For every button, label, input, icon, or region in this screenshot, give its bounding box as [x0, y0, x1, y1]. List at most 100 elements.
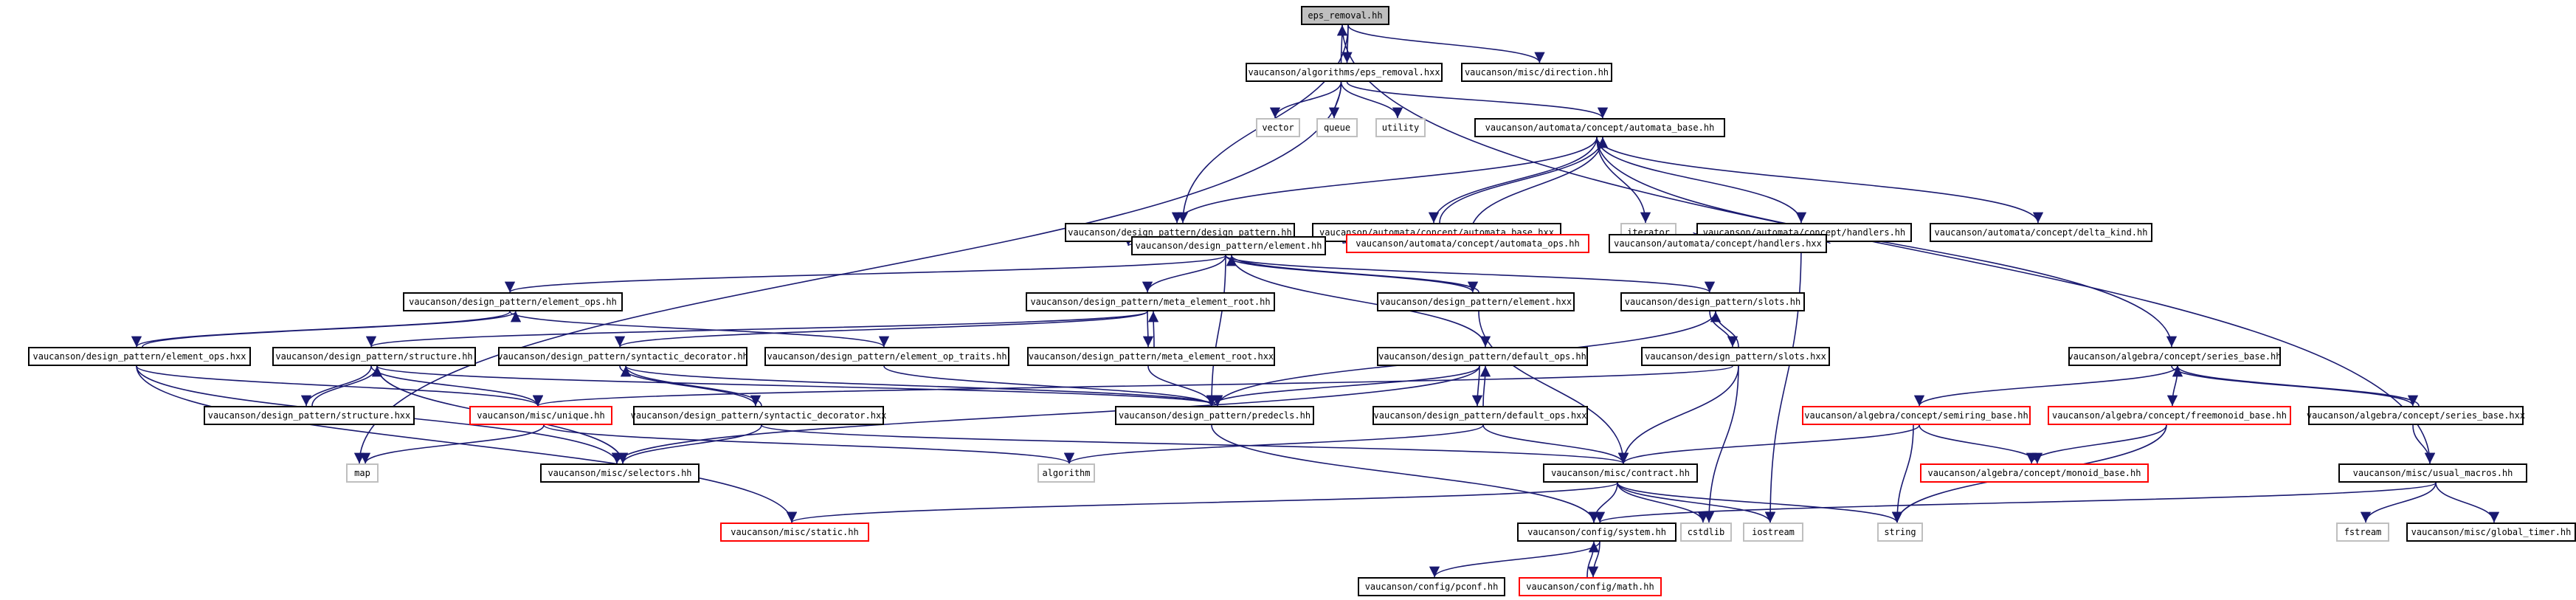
edge-default_ops_hh-to-predecls: [1206, 365, 1480, 407]
node-element-hh[interactable]: vaucanson/design_pattern/element.hh: [1131, 236, 1326, 255]
node-global-timer[interactable]: vaucanson/misc/global_timer.hh: [2406, 523, 2576, 542]
node-map[interactable]: map: [346, 463, 379, 483]
edge-default_ops_hh-to-default_ops_hxx: [1471, 365, 1483, 407]
edge-eps_hxx-to-automata_base: [1346, 81, 1608, 119]
edge-meta_root_hh-to-meta_root_hxx: [1142, 311, 1154, 348]
node-series-base-hxx[interactable]: vaucanson/algebra/concept/series_base.hx…: [2307, 406, 2525, 425]
edge-syntactic_hh-to-syntactic_hxx: [619, 365, 762, 407]
node-vector[interactable]: vector: [1256, 118, 1300, 137]
edge-unique-to-map: [359, 424, 545, 464]
edge-predecls-to-system: [1211, 424, 1600, 523]
edge-contract-to-static: [787, 482, 1618, 523]
node-config-system[interactable]: vaucanson/config/system.hh: [1517, 523, 1677, 542]
edge-series_base_hxx-to-series_base: [2172, 365, 2420, 407]
node-misc-static[interactable]: vaucanson/misc/static.hh: [720, 523, 869, 542]
node-element-ops-hh[interactable]: vaucanson/design_pattern/element_ops.hh: [403, 292, 623, 311]
node-default-ops-hxx[interactable]: vaucanson/design_pattern/default_ops.hxx: [1372, 406, 1588, 425]
edge-semiring_base-to-monoid_base: [1919, 424, 2043, 464]
node-semiring-base[interactable]: vaucanson/algebra/concept/semiring_base.…: [1802, 406, 2031, 425]
edge-automata_base-to-delta_kind: [1596, 137, 2044, 224]
node-element-hxx[interactable]: vaucanson/design_pattern/element.hxx: [1377, 292, 1575, 311]
node-syntactic-decorator-hh[interactable]: vaucanson/design_pattern/syntactic_decor…: [497, 347, 748, 366]
node-element-ops-hxx[interactable]: vaucanson/design_pattern/element_ops.hxx: [28, 347, 251, 366]
edge-eps_hxx-to-map: [353, 81, 1342, 464]
node-meta-element-root-hh[interactable]: vaucanson/design_pattern/meta_element_ro…: [1026, 292, 1275, 311]
node-config-pconf[interactable]: vaucanson/config/pconf.hh: [1358, 577, 1505, 596]
edge-contract-to-system: [1588, 482, 1618, 523]
node-default-ops-hh[interactable]: vaucanson/design_pattern/default_ops.hh: [1377, 347, 1588, 366]
edge-eps_hxx-to-vector: [1269, 81, 1342, 119]
node-series-base-hh[interactable]: vaucanson/algebra/concept/series_base.hh: [2068, 347, 2282, 366]
node-cstdlib[interactable]: cstdlib: [1680, 523, 1732, 542]
node-structure-hh[interactable]: vaucanson/design_pattern/structure.hh: [272, 347, 476, 366]
edge-structure_hxx-to-structure_hh: [311, 365, 383, 407]
edge-automata_ops-to-automata_base: [1470, 137, 1609, 235]
node-automata-base-hh[interactable]: vaucanson/automata/concept/automata_base…: [1474, 118, 1725, 137]
node-eps-removal-hh[interactable]: eps_removal.hh: [1301, 6, 1389, 25]
node-usual-macros[interactable]: vaucanson/misc/usual_macros.hh: [2338, 463, 2527, 483]
edge-series_base_hxx-to-usual_macros: [2412, 424, 2436, 464]
node-eps-removal-hxx[interactable]: vaucanson/algorithms/eps_removal.hxx: [1246, 63, 1443, 82]
node-meta-element-root-hxx[interactable]: vaucanson/design_pattern/meta_element_ro…: [1027, 347, 1275, 366]
edge-element_hh-to-element_ops_hh: [505, 255, 1226, 293]
node-algorithm[interactable]: algorithm: [1037, 463, 1095, 483]
edge-element_hh-to-slots_hh: [1225, 255, 1715, 293]
node-misc-contract[interactable]: vaucanson/misc/contract.hh: [1543, 463, 1698, 483]
node-structure-hxx[interactable]: vaucanson/design_pattern/structure.hxx: [204, 406, 415, 425]
edge-freemonoid-to-monoid_base: [2026, 424, 2167, 464]
edge-element_hh-to-predecls: [1206, 255, 1226, 407]
node-misc-unique[interactable]: vaucanson/misc/unique.hh: [469, 406, 612, 425]
node-freemonoid-base[interactable]: vaucanson/algebra/concept/freemonoid_bas…: [2048, 406, 2291, 425]
node-automata-ops[interactable]: vaucanson/automata/concept/automata_ops.…: [1346, 234, 1589, 253]
edge-math-to-system: [1586, 541, 1600, 578]
edge-automata_base-to-series_base: [1596, 137, 2178, 348]
edge-usual_macros-to-fstream: [2360, 482, 2437, 523]
node-misc-direction[interactable]: vaucanson/misc/direction.hh: [1461, 63, 1612, 82]
node-slots-hh[interactable]: vaucanson/design_pattern/slots.hh: [1620, 292, 1805, 311]
edge-system-to-pconf: [1429, 541, 1600, 578]
edge-element_hh-to-default_ops_hh: [1231, 255, 1491, 348]
edge-element_ops_hh-to-op_traits: [509, 311, 889, 348]
edge-element_hxx-to-contract: [1478, 311, 1629, 464]
edge-structure_hh-to-structure_hxx: [300, 365, 372, 407]
edge-meta_root_hh-to-structure_hh: [366, 311, 1148, 348]
node-string[interactable]: string: [1877, 523, 1923, 542]
edge-meta_root_hh-to-syntactic_hh: [615, 311, 1148, 348]
edge-root-to-direction: [1347, 24, 1545, 63]
node-utility[interactable]: utility: [1375, 118, 1426, 137]
edge-syntactic_hxx-to-contract: [761, 424, 1629, 464]
edge-unique-to-algorithm: [543, 424, 1074, 464]
node-element-op-traits[interactable]: vaucanson/design_pattern/element_op_trai…: [764, 347, 1009, 366]
edge-op_traits-to-predecls: [883, 365, 1217, 407]
edge-eps_hxx-to-utility: [1340, 81, 1403, 119]
node-queue[interactable]: queue: [1316, 118, 1358, 137]
edge-automata_base_hxx-to-automata_base: [1439, 137, 1609, 224]
edge-system-to-math: [1587, 541, 1600, 578]
edge-syntactic_hxx-to-syntactic_hh: [620, 365, 762, 407]
edge-slots_hxx-to-contract: [1617, 365, 1739, 464]
edge-element_hxx-to-element_hh: [1226, 255, 1479, 293]
edge-default_ops_hxx-to-default_ops_hh: [1479, 365, 1491, 407]
edge-element_hh-to-meta_root_hh: [1142, 255, 1226, 293]
edge-slots_hxx-to-unique: [533, 365, 1733, 407]
node-slots-hxx[interactable]: vaucanson/design_pattern/slots.hxx: [1641, 347, 1830, 366]
node-config-math[interactable]: vaucanson/config/math.hh: [1519, 577, 1662, 596]
node-syntactic-decorator-hxx[interactable]: vaucanson/design_pattern/syntactic_decor…: [631, 406, 886, 425]
edge-element_ops_hxx-to-element_ops_hh: [142, 311, 521, 348]
node-delta-kind[interactable]: vaucanson/automata/concept/delta_kind.hh: [1930, 223, 2152, 242]
edge-automata_base-to-handlers: [1596, 137, 1807, 224]
edge-slots_hxx-to-slots_hh: [1710, 311, 1739, 348]
node-fstream[interactable]: fstream: [2336, 523, 2389, 542]
node-iostream[interactable]: iostream: [1743, 523, 1803, 542]
edge-contract-to-iostream: [1617, 482, 1776, 523]
node-handlers-hxx[interactable]: vaucanson/automata/concept/handlers.hxx: [1609, 234, 1827, 253]
node-misc-selectors[interactable]: vaucanson/misc/selectors.hh: [540, 463, 700, 483]
node-predecls[interactable]: vaucanson/design_pattern/predecls.hh: [1115, 406, 1314, 425]
node-monoid-base[interactable]: vaucanson/algebra/concept/monoid_base.hh: [1920, 463, 2149, 483]
edge-automata_base-to-automata_base_hxx: [1428, 137, 1598, 224]
edge-automata_base-to-dp_hh: [1171, 137, 1598, 224]
edge-syntactic_hh-to-predecls: [625, 365, 1223, 407]
edge-structure_hh-to-predecls: [376, 365, 1223, 407]
edge-element_ops_hxx-to-static: [136, 365, 798, 523]
